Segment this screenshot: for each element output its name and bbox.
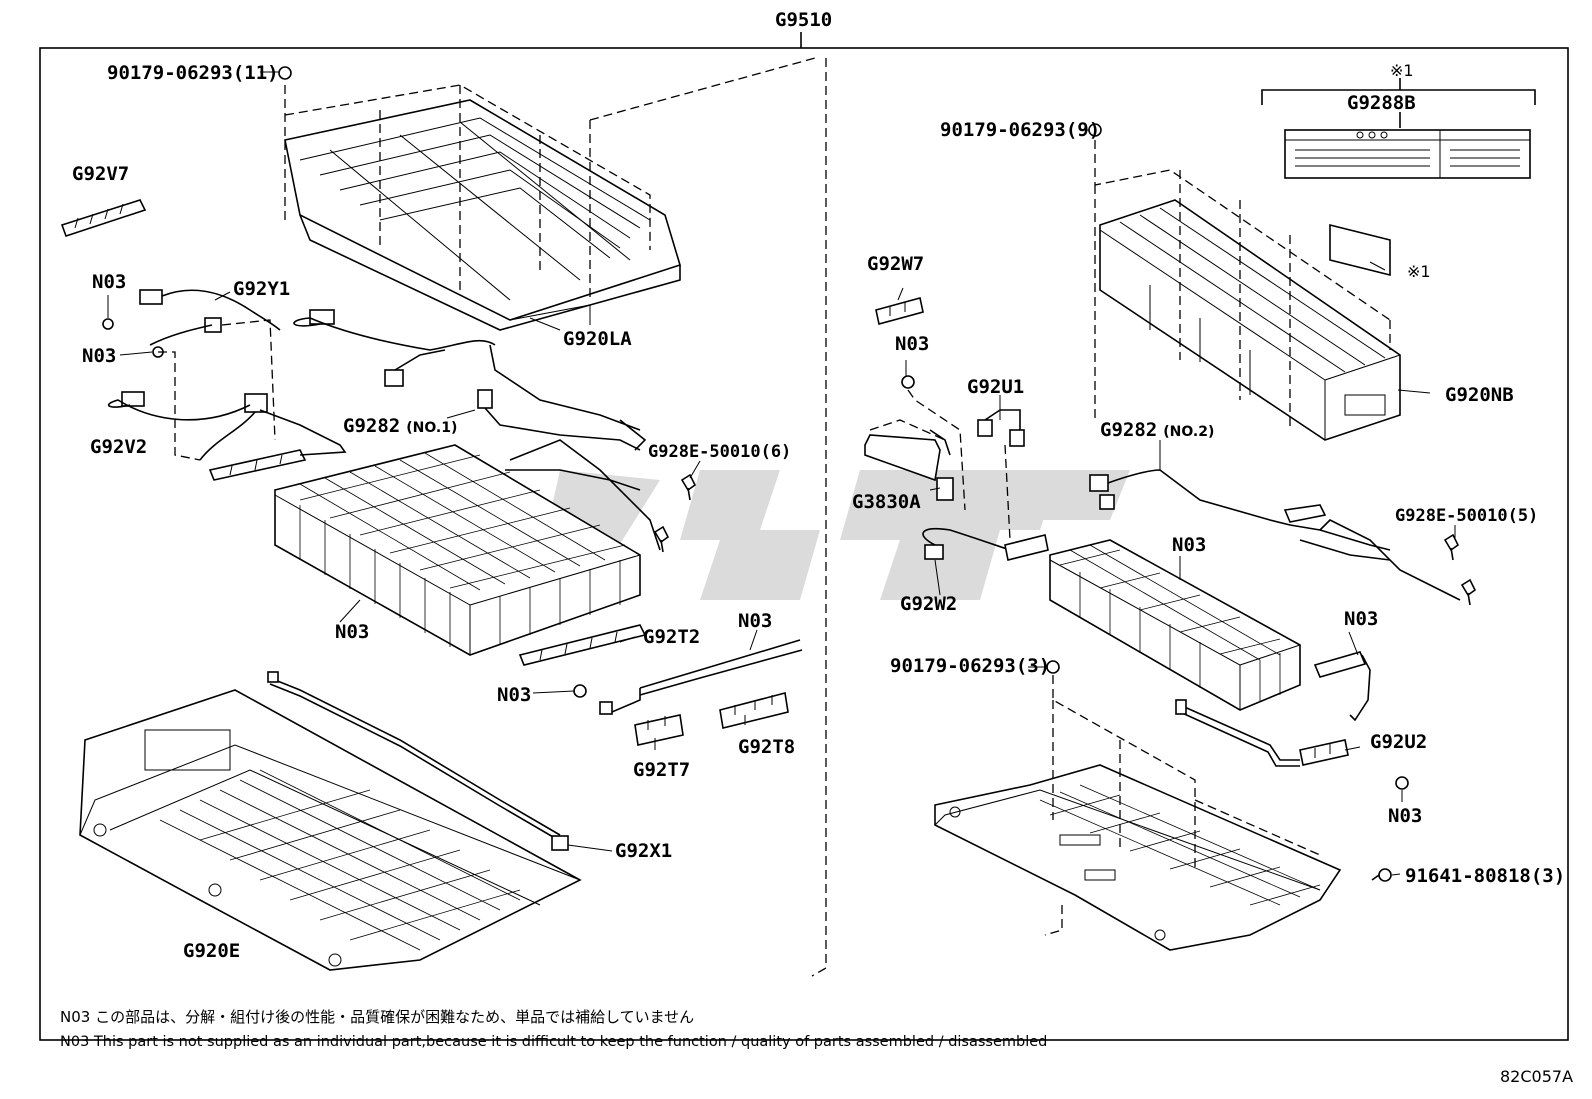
label-g3830a: G3830A xyxy=(852,491,921,513)
upper-cover-g920la xyxy=(284,99,681,331)
wire-harness-g92v2 xyxy=(107,391,307,481)
nut-icon xyxy=(573,684,587,698)
label-g9282-no1: G9282 (NO.1) xyxy=(343,415,457,437)
label-g92t8: G92T8 xyxy=(738,736,795,758)
guide-lines-g92u1 xyxy=(869,389,1011,541)
wire-harness-g92y1 xyxy=(102,289,281,358)
battery-stack-left xyxy=(274,444,641,656)
label-g9282-no2: G9282 (NO.2) xyxy=(1100,419,1214,441)
label-g92u2: G92U2 xyxy=(1370,731,1427,753)
label-g92u1: G92U1 xyxy=(967,376,1024,398)
wire-harness-g92u1 xyxy=(977,409,1025,447)
label-n03-i: N03 xyxy=(1388,805,1422,827)
nut-icon xyxy=(1395,776,1409,790)
bolt-icon xyxy=(680,473,697,501)
bus-bar-g92t8 xyxy=(719,692,789,729)
cable-n03-left xyxy=(599,639,803,715)
label-screw-3: 91641-80818(3) xyxy=(1405,865,1565,887)
label-g920la: G920LA xyxy=(563,328,632,350)
label-g92y1: G92Y1 xyxy=(233,278,290,300)
label-n03-b: N03 xyxy=(82,345,116,367)
label-g928e-5: G928E-50010(5) xyxy=(1395,506,1538,526)
label-g92v2: G92V2 xyxy=(90,436,147,458)
bus-bar-g92t2 xyxy=(518,624,647,666)
cable-n03-right xyxy=(1313,651,1371,722)
diagram-frame xyxy=(39,32,1569,1041)
nut-icon xyxy=(901,375,915,389)
label-mark-1: ※1 xyxy=(1390,61,1414,80)
upper-cover-g920nb xyxy=(1099,199,1401,441)
label-bolt-3: 90179-06293(3) xyxy=(890,655,1050,677)
label-n03-c: N03 xyxy=(335,621,369,643)
label-plate-icon xyxy=(1329,223,1391,277)
wire-harness-g92x1 xyxy=(267,671,569,851)
label-g920nb: G920NB xyxy=(1445,384,1514,406)
guide-lines-harness xyxy=(158,319,276,461)
wire-harness-g92w2 xyxy=(922,527,1049,561)
wire-harness-g3830a xyxy=(864,429,954,501)
label-g9282-no2-suffix: (NO.2) xyxy=(1163,424,1214,440)
label-g9288b: G9288B xyxy=(1347,92,1416,114)
diagram-code: 82C057A xyxy=(1500,1067,1573,1086)
label-g92t2: G92T2 xyxy=(643,626,700,648)
label-g928e-6: G928E-50010(6) xyxy=(648,442,791,462)
note-english: N03 This part is not supplied as an indi… xyxy=(60,1034,1047,1050)
lower-tray-right xyxy=(934,764,1342,951)
label-n03-d: N03 xyxy=(497,684,531,706)
guide-lines-cover-right xyxy=(1094,140,1391,430)
label-g92w2: G92W2 xyxy=(900,593,957,615)
bracket-g92v7 xyxy=(60,199,147,238)
label-g92w7: G92W7 xyxy=(867,253,924,275)
wire-harness-g9282-no1 xyxy=(293,309,661,551)
battery-stack-right xyxy=(1049,539,1301,711)
cable-strip xyxy=(259,409,347,456)
note-japanese: N03 この部品は、分解・組付け後の性能・品質確保が困難なため、単品では補給して… xyxy=(60,1008,694,1026)
guide-lines-cover xyxy=(284,57,816,300)
leader-lines xyxy=(107,71,1456,876)
watermark-logo xyxy=(540,470,1130,600)
assembly-label: G9510 xyxy=(775,9,832,31)
label-n03-h: N03 xyxy=(1344,608,1378,630)
lower-tray-g920e xyxy=(79,689,582,971)
screw-icon xyxy=(1371,868,1392,882)
label-g92t7: G92T7 xyxy=(633,759,690,781)
wire-harness-g9282-no2 xyxy=(1089,469,1461,601)
label-g92v7: G92V7 xyxy=(72,163,129,185)
label-g9282-no1-code: G9282 xyxy=(343,415,400,437)
label-bolt-9: 90179-06293(9) xyxy=(940,119,1100,141)
bus-bar-g92t7 xyxy=(634,714,684,746)
label-g9282-no2-code: G9282 xyxy=(1100,419,1157,441)
guide-lines-tray-right xyxy=(1044,675,1321,936)
label-bracket-g9288b xyxy=(1261,78,1536,128)
bus-bar-g92u2 xyxy=(1175,699,1349,767)
label-mark-1b: ※1 xyxy=(1407,262,1431,281)
bolt-icon xyxy=(1443,533,1460,561)
label-n03-e: N03 xyxy=(738,610,772,632)
label-g920e: G920E xyxy=(183,940,240,962)
label-g92x1: G92X1 xyxy=(615,840,672,862)
warning-label-icon xyxy=(1284,129,1531,179)
bolt-icon xyxy=(1460,578,1477,606)
label-n03-a: N03 xyxy=(92,271,126,293)
bracket-g92w7 xyxy=(875,297,924,325)
nut-icon xyxy=(278,66,292,80)
label-g9282-no1-suffix: (NO.1) xyxy=(406,420,457,436)
label-n03-f: N03 xyxy=(895,333,929,355)
label-bolt-11: 90179-06293(11) xyxy=(107,62,279,84)
bolt-icon xyxy=(653,525,670,553)
label-n03-g: N03 xyxy=(1172,534,1206,556)
